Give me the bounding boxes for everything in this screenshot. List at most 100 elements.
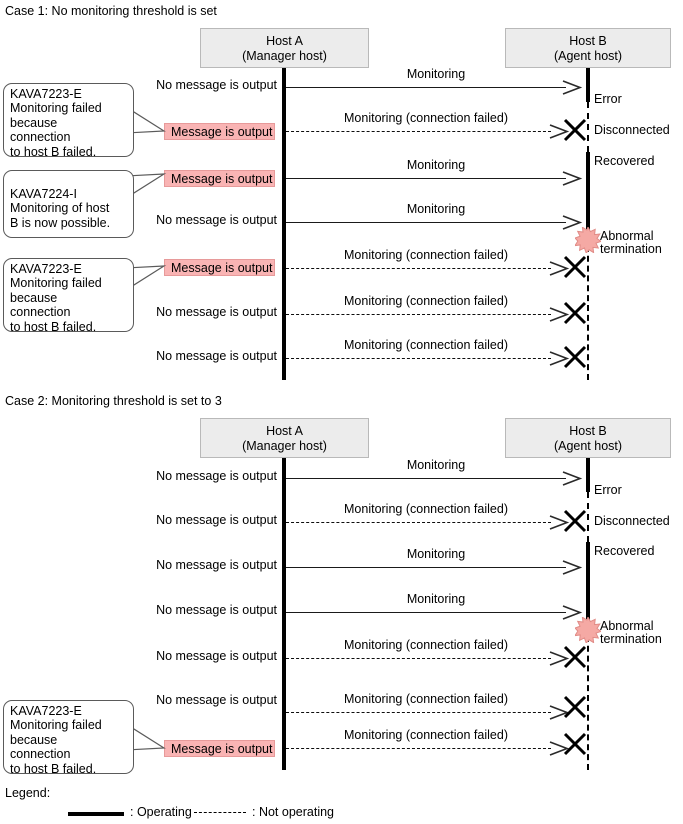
case2-row3-caption: Monitoring xyxy=(406,547,466,561)
case1-callout-2: KAVA7224-I Monitoring of host B is now p… xyxy=(3,170,134,238)
case1-row3-label: Message is output xyxy=(164,170,275,187)
case1-row7-caption: Monitoring (connection failed) xyxy=(344,338,508,352)
case1-row4-arrow-line xyxy=(286,222,566,223)
case1-row3-arrow-head-icon xyxy=(562,171,583,186)
case2-callout1-tail xyxy=(125,723,166,751)
case2-row2-failure-x-icon xyxy=(563,509,587,533)
case2-callout-1: KAVA7223-E Monitoring failed because con… xyxy=(3,700,134,776)
case2-row7-arrow-line xyxy=(286,748,551,749)
case1-row5-label: Message is output xyxy=(164,259,275,276)
case2-row5-arrow-line xyxy=(286,658,551,659)
case2-row6-caption: Monitoring (connection failed) xyxy=(344,692,508,706)
case2-row5-failure-x-icon xyxy=(563,645,587,669)
case2-host-b-lifeline-operating-2 xyxy=(586,542,590,626)
case2-title: Case 2: Monitoring threshold is set to 3 xyxy=(5,394,222,408)
case1-row4-arrow-head-icon xyxy=(562,215,583,230)
case1-row5-caption: Monitoring (connection failed) xyxy=(344,248,508,262)
case2-row6-label: No message is output xyxy=(156,693,277,707)
case2-row1-label: No message is output xyxy=(156,469,277,483)
case2-row3-label: No message is output xyxy=(156,558,277,572)
case1-row7-label: No message is output xyxy=(156,349,277,363)
case1-row2-label: Message is output xyxy=(164,123,275,140)
case2-row4-arrow-head-icon xyxy=(562,605,583,620)
case1-state-recovered: Recovered xyxy=(594,154,655,168)
case2-host-a-box: Host A (Manager host) xyxy=(200,418,369,458)
case2-row7-label: Message is output xyxy=(164,740,275,757)
case2-host-a-line1: Host A xyxy=(266,424,303,438)
case1-host-a-line1: Host A xyxy=(266,34,303,48)
case1-host-b-line2: (Agent host) xyxy=(553,49,623,63)
case1-row6-arrow-line xyxy=(286,314,551,315)
case2-row4-caption: Monitoring xyxy=(406,592,466,606)
case1-callout3-tail xyxy=(125,265,167,291)
case1-host-b-lifeline-down-2 xyxy=(587,236,589,380)
case2-row6-arrow-head-icon xyxy=(549,705,570,720)
case2-row4-label: No message is output xyxy=(156,603,277,617)
case1-row6-arrow-head-icon xyxy=(549,307,570,322)
case1-row6-label: No message is output xyxy=(156,305,277,319)
case2-row2-arrow-line xyxy=(286,522,551,523)
case1-row1-arrow-line xyxy=(286,87,566,88)
case1-title: Case 1: No monitoring threshold is set xyxy=(5,4,217,18)
case2-row2-label: No message is output xyxy=(156,513,277,527)
case1-host-a-lifeline xyxy=(282,68,286,380)
case2-host-b-line1: Host B xyxy=(569,424,607,438)
case1-row1-arrow-head-icon xyxy=(562,80,583,95)
legend-operating-swatch xyxy=(68,812,124,816)
case2-row3-arrow-line xyxy=(286,567,566,568)
case2-row7-caption: Monitoring (connection failed) xyxy=(344,728,508,742)
case2-row1-caption: Monitoring xyxy=(406,458,466,472)
case2-row5-caption: Monitoring (connection failed) xyxy=(344,638,508,652)
case1-row7-failure-x-icon xyxy=(563,345,587,369)
case1-host-b-line1: Host B xyxy=(569,34,607,48)
case1-row5-failure-x-icon xyxy=(563,255,587,279)
case2-row6-arrow-line xyxy=(286,712,551,713)
case1-state-disconnected: Disconnected xyxy=(594,123,670,137)
case1-host-b-box: Host B (Agent host) xyxy=(505,28,671,68)
case2-host-b-box: Host B (Agent host) xyxy=(505,418,671,458)
case1-row4-label: No message is output xyxy=(156,213,277,227)
case1-abnormal-termination-burst-icon xyxy=(575,227,601,253)
case1-row2-arrow-line xyxy=(286,131,551,132)
case2-row1-arrow-line xyxy=(286,478,566,479)
legend-not-operating-label: : Not operating xyxy=(252,805,334,819)
case1-row2-failure-x-icon xyxy=(563,118,587,142)
case1-row1-label: No message is output xyxy=(156,78,277,92)
case1-row1-caption: Monitoring xyxy=(406,67,466,81)
legend-operating-label: : Operating xyxy=(130,805,192,819)
case2-host-b-line2: (Agent host) xyxy=(553,439,623,453)
case2-row5-label: No message is output xyxy=(156,649,277,663)
case1-row3-arrow-line xyxy=(286,178,566,179)
case2-row3-arrow-head-icon xyxy=(562,560,583,575)
case1-host-b-lifeline-operating-2 xyxy=(586,152,590,236)
case1-row6-failure-x-icon xyxy=(563,301,587,325)
case2-row1-arrow-head-icon xyxy=(562,471,583,486)
case2-host-a-lifeline xyxy=(282,458,286,770)
case1-row2-caption: Monitoring (connection failed) xyxy=(344,111,508,125)
case1-row3-caption: Monitoring xyxy=(406,158,466,172)
case2-host-a-line2: (Manager host) xyxy=(242,439,327,453)
case2-row7-arrow-head-icon xyxy=(549,741,570,756)
case2-host-b-lifeline-down-1 xyxy=(587,492,589,542)
legend-title: Legend: xyxy=(5,786,51,800)
case2-row5-arrow-head-icon xyxy=(549,651,570,666)
case2-state-error: Error xyxy=(594,483,622,497)
case1-row7-arrow-head-icon xyxy=(549,351,570,366)
case2-host-b-lifeline-down-2 xyxy=(587,626,589,770)
case2-state-disconnected: Disconnected xyxy=(594,514,670,528)
case1-callout1-tail xyxy=(125,106,166,134)
case1-callout-3: KAVA7223-E Monitoring failed because con… xyxy=(3,258,134,334)
case1-row7-arrow-line xyxy=(286,358,551,359)
case2-host-b-lifeline-operating-1 xyxy=(586,458,590,492)
case2-row2-arrow-head-icon xyxy=(549,515,570,530)
case1-host-b-lifeline-down-1 xyxy=(587,102,589,152)
case1-callout-1: KAVA7223-E Monitoring failed because con… xyxy=(3,83,134,159)
case1-row5-arrow-head-icon xyxy=(549,261,570,276)
case1-row4-caption: Monitoring xyxy=(406,202,466,216)
case1-state-abnormal-termination: Abnormal termination xyxy=(600,230,662,256)
case2-state-recovered: Recovered xyxy=(594,544,655,558)
case2-row4-arrow-line xyxy=(286,612,566,613)
case2-row6-failure-x-icon xyxy=(563,695,587,719)
case1-row2-arrow-head-icon xyxy=(549,124,570,139)
